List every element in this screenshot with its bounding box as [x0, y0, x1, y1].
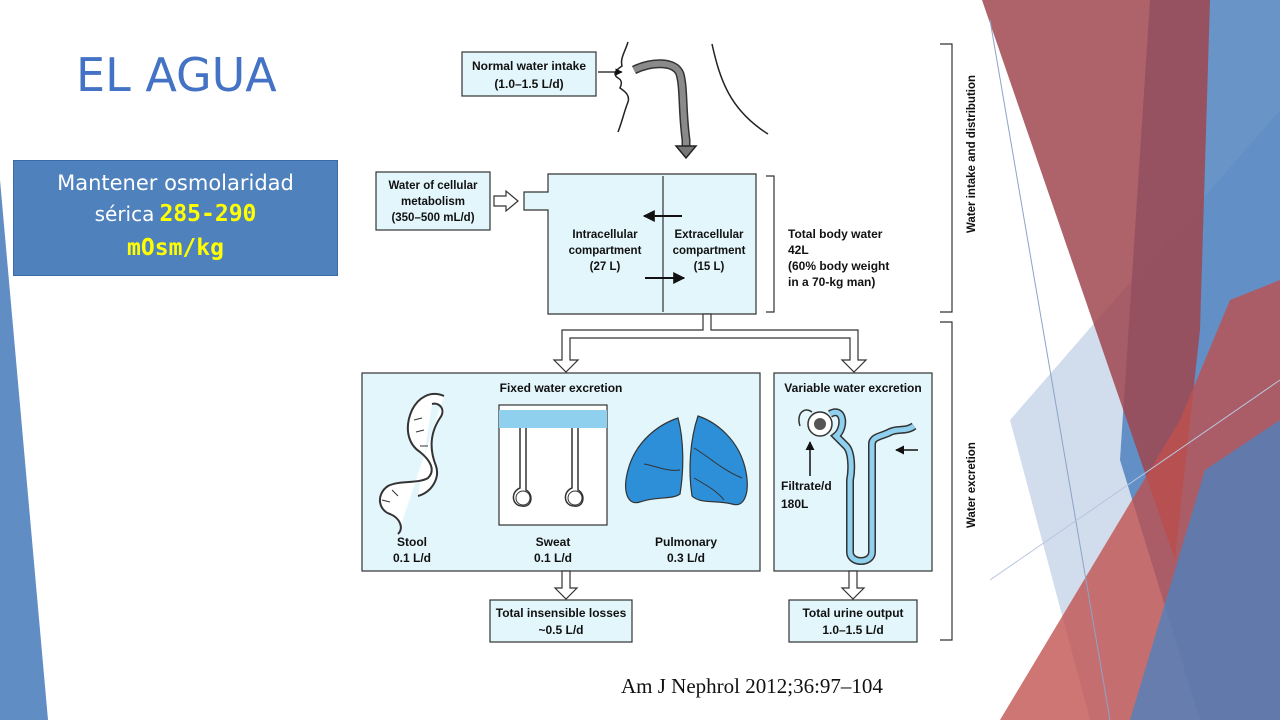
intracellular-line3: (27 L)	[590, 261, 621, 273]
afferent-vessel-icon	[798, 409, 813, 427]
metabolism-line1: Water of cellular	[388, 180, 478, 192]
sweat-gland-left-icon	[512, 428, 532, 507]
osmolarity-callout: Mantener osmolaridad sérica 285-290 mOsm…	[13, 160, 338, 276]
nephron-tubule-lumen	[828, 409, 916, 564]
extracellular-line2: compartment	[673, 245, 746, 257]
sweat-coil-right	[567, 490, 583, 506]
extracellular-line1: Extracellular	[674, 229, 744, 241]
thin-diagonal-line	[989, 19, 1111, 720]
total-body-line1: Total body water	[788, 227, 883, 241]
callout-unit: mOsm/kg	[127, 235, 224, 261]
metabolism-arrow-icon	[493, 189, 519, 213]
left-accent-triangle	[0, 180, 48, 720]
pulmonary-name: Pulmonary	[655, 535, 717, 549]
sweat-coil-left	[515, 490, 531, 506]
compartment-box	[523, 173, 757, 315]
to-urine-arrow-icon	[840, 570, 866, 600]
variable-excretion-title: Variable water excretion	[784, 381, 921, 395]
urine-line1: Total urine output	[802, 606, 903, 620]
filtrate-label: Filtrate/d	[781, 479, 832, 493]
right-lower-blue-overlay	[1130, 420, 1280, 720]
metabolism-line2: metabolism	[401, 196, 465, 208]
intracellular-line2: compartment	[569, 245, 642, 257]
side-label-excretion: Water excretion	[966, 442, 978, 528]
intake-label: Normal water intake	[472, 59, 586, 73]
ingestion-pathway-inner	[632, 60, 689, 150]
side-label-intake: Water intake and distribution	[966, 75, 978, 233]
callout-line1: Mantener osmolaridad	[57, 171, 294, 195]
insensible-line1: Total insensible losses	[496, 606, 627, 620]
insensible-line2: ~0.5 L/d	[538, 623, 583, 637]
total-body-line2: 42L	[788, 243, 809, 257]
thin-diagonal-line-2	[989, 379, 1280, 581]
urine-output-box	[788, 599, 918, 643]
insensible-losses-box	[489, 599, 633, 643]
right-red-shape-top	[982, 0, 1210, 560]
head-profile-icon	[614, 41, 630, 133]
total-body-line4: in a 70-kg man)	[788, 275, 875, 289]
water-balance-diagram: Normal water intake (1.0–1.5 L/d) Water …	[361, 41, 978, 643]
stool-name: Stool	[397, 535, 427, 549]
callout-line2: sérica 285-290	[14, 197, 337, 233]
citation-text: Am J Nephrol 2012;36:97–104	[621, 674, 883, 698]
filtrate-value: 180L	[781, 497, 808, 511]
colon-fold-detail	[381, 417, 428, 503]
sweat-gland-right-icon	[564, 428, 584, 507]
callout-prefix: sérica	[94, 202, 155, 226]
extracellular-line3: (15 L)	[694, 261, 725, 273]
metabolism-box	[375, 171, 491, 231]
split-arrow-icon	[552, 313, 868, 373]
total-body-bracket	[766, 175, 775, 313]
slide-title: EL AGUA	[76, 48, 277, 102]
glomerulus-core	[814, 418, 826, 430]
lung-fissure-lines	[643, 447, 743, 501]
intake-value: (1.0–1.5 L/d)	[494, 77, 563, 91]
excretion-bracket	[940, 321, 953, 641]
to-insensible-arrow-icon	[553, 570, 579, 600]
sweat-value: 0.1 L/d	[534, 551, 572, 565]
left-lung-icon	[625, 417, 684, 504]
colon-icon	[379, 392, 445, 535]
neck-outline-icon	[711, 43, 769, 135]
intake-box	[461, 51, 597, 97]
sweat-name: Sweat	[536, 535, 571, 549]
fixed-excretion-title: Fixed water excretion	[500, 381, 623, 395]
urine-line2: 1.0–1.5 L/d	[822, 623, 883, 637]
pulmonary-value: 0.3 L/d	[667, 551, 705, 565]
stool-value: 0.1 L/d	[393, 551, 431, 565]
skin-surface-band	[499, 410, 607, 428]
ingestion-arrowhead-icon	[674, 145, 698, 160]
right-lung-icon	[689, 415, 748, 506]
metabolism-line3: (350–500 mL/d)	[391, 212, 474, 224]
total-body-line3: (60% body weight	[788, 259, 889, 273]
callout-range: 285-290	[159, 201, 257, 227]
intake-distribution-bracket	[940, 43, 953, 313]
intracellular-line1: Intracellular	[572, 229, 638, 241]
